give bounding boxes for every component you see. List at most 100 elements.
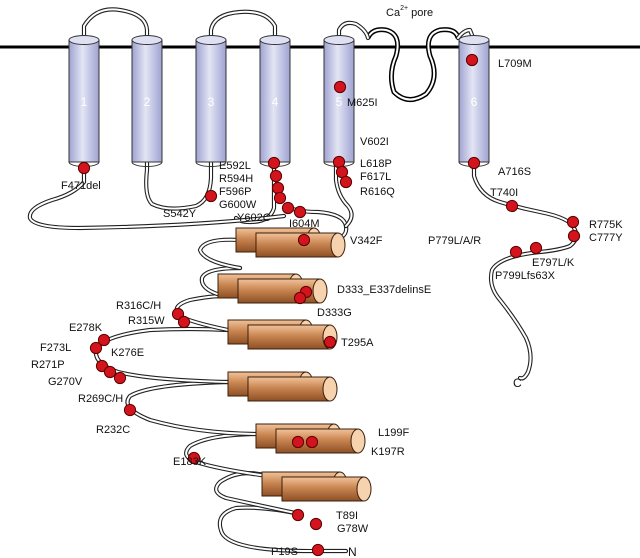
mutation-label: E797L/K [532, 257, 575, 269]
tm-helix-2 [131, 39, 163, 163]
ankyrin-repeat-1-front-cap [330, 232, 346, 258]
chain-segment [457, 29, 475, 41]
mutation-dot [273, 191, 287, 205]
mutation-dot [95, 359, 109, 373]
pore-label: Ca2+ pore [386, 5, 433, 19]
mutation-dot [204, 189, 218, 203]
helix-label-1: 1 [81, 95, 88, 109]
mutation-label: R616Q [360, 186, 395, 198]
mutation-dot [467, 156, 481, 170]
mutation-label: T89I [336, 510, 358, 522]
mutation-label: E278K [69, 322, 103, 334]
mutation-label: F617L [360, 171, 391, 183]
mutation-label: F471del [61, 180, 101, 192]
mutation-dot [171, 307, 185, 321]
mutation-label: D333G [317, 307, 352, 319]
mutation-label: R269C/H [78, 393, 123, 405]
mutation-label: P799Lfs63X [495, 270, 556, 282]
ankyrin-repeat-4-front-cap [322, 376, 338, 402]
mutation-label: G600W [219, 199, 257, 211]
mutation-dot [567, 229, 581, 243]
chain-segment [200, 267, 241, 297]
ankyrin-repeat-6-front [281, 476, 365, 502]
mutation-label: V602I [360, 136, 389, 148]
mutation-dot [177, 315, 191, 329]
mutation-label: T295A [341, 337, 374, 349]
mutation-dot [187, 451, 201, 465]
mutation-dot [339, 175, 353, 189]
mutation-dot [281, 201, 295, 215]
chain-segment [335, 159, 353, 227]
mutation-label: F273L [40, 342, 71, 354]
mutation-label: I604M [289, 218, 320, 230]
mutation-dot [529, 241, 543, 255]
ankyrin-repeat-6-front-cap [356, 476, 372, 502]
mutation-label: L709M [498, 58, 532, 70]
chain-segment [210, 10, 276, 41]
mutation-dot [77, 161, 91, 175]
mutation-label: E183K [173, 456, 207, 468]
mutation-dot [123, 403, 137, 417]
tm-helix-top-1 [68, 35, 100, 45]
mutation-dot [293, 205, 307, 219]
mutation-label: F596P [219, 186, 251, 198]
tm-helix-bottom-3 [195, 161, 227, 167]
helix-label-2: 2 [144, 95, 151, 109]
mutation-dot [309, 517, 323, 531]
mutation-dot [509, 245, 523, 259]
ankyrin-repeat-2-front-cap [312, 278, 328, 304]
mutation-dot [103, 365, 117, 379]
mutation-dot [566, 215, 580, 229]
helix-label-5: 5 [336, 95, 343, 109]
helix-label-6: 6 [471, 95, 478, 109]
tm-helix-3 [195, 39, 227, 163]
chain-segment [28, 161, 285, 229]
mutation-dot [505, 199, 519, 213]
ankyrin-repeat-5-front-cap [350, 428, 366, 454]
ankyrin-repeat-1-front [255, 232, 339, 258]
ankyrin-repeat-3-front [247, 324, 331, 350]
tm-helix-top-5 [323, 35, 355, 45]
mutation-labels: F471del S542Y E592L R594H F596P G600W Y6… [31, 58, 623, 558]
c-terminus-label: C [513, 376, 522, 390]
mutation-dot [291, 435, 305, 449]
mutation-label: D333_E337delinsE [337, 284, 431, 296]
chain-segment [83, 8, 148, 41]
mutation-dot [305, 435, 319, 449]
mutation-dot [267, 156, 281, 170]
mutation-dot [297, 233, 311, 247]
mutation-label: R594H [219, 173, 253, 185]
tm-helix-bottom-2 [131, 161, 163, 167]
pore-loop-inner [367, 28, 459, 101]
tm-helix-top-3 [195, 35, 227, 45]
mutation-label: K197R [371, 446, 405, 458]
mutation-label: L618P [360, 158, 392, 170]
mutation-label: R315W [128, 315, 165, 327]
ankyrin-repeat-4-front [247, 376, 331, 402]
mutation-label: L199F [378, 427, 409, 439]
mutation-label: G78W [337, 523, 369, 535]
mutation-dot [311, 543, 325, 557]
chain-segment [145, 161, 212, 210]
mutation-label: K276E [111, 347, 144, 359]
mutation-dot [97, 333, 111, 347]
mutation-label: S542Y [163, 208, 197, 220]
mutation-label: R232C [96, 424, 130, 436]
mutation-label: A716S [498, 166, 531, 178]
mutation-label: P779L/A/R [428, 235, 481, 247]
peptide-chain [27, 7, 579, 554]
mutation-label: M625I [347, 97, 378, 109]
mutation-dot [269, 169, 283, 183]
chain-segment [185, 433, 269, 477]
chain-segment [338, 21, 369, 41]
mutation-dot [333, 80, 347, 94]
chain-segment [199, 238, 241, 269]
mutation-dot [113, 371, 127, 385]
tm-helix-top-4 [259, 35, 291, 45]
mutation-label: R271P [31, 359, 65, 371]
mutation-dot [465, 53, 479, 67]
tm-helix-top-2 [131, 35, 163, 45]
mutation-dot [89, 341, 103, 355]
